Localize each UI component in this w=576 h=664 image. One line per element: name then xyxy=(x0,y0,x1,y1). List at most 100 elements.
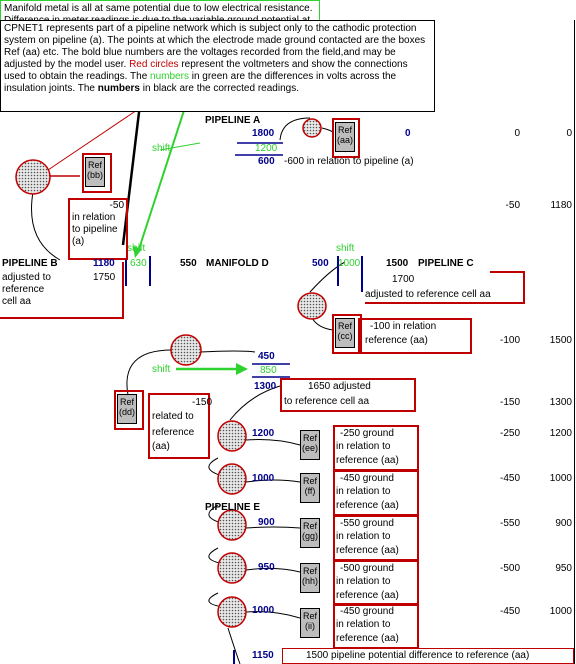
reading-ff-rel-1: in relation to xyxy=(336,486,391,497)
ref-box-aa: Ref(aa) xyxy=(335,122,355,152)
ref-box-ff: Ref(ff) xyxy=(300,473,320,503)
reading-ii-rel-0: -450 ground xyxy=(340,606,394,617)
shift-label-a: shift xyxy=(152,143,171,154)
reading-hh-rel-0: -500 ground xyxy=(340,563,394,574)
reading-e-900: 900 xyxy=(258,517,275,528)
reading-dd-rel-1: related to xyxy=(152,411,194,422)
description-green-numbers: numbers xyxy=(150,71,189,82)
reading-b-adj-0: adjusted to xyxy=(2,272,51,283)
reading-ii-rel-1: in relation to xyxy=(336,619,391,630)
reading-e-1000a: 1000 xyxy=(252,473,275,484)
shift-label-b: shift xyxy=(127,243,146,254)
reading-gg-rel-2: reference (aa) xyxy=(336,545,399,556)
reading-c-500: 500 xyxy=(312,258,329,269)
shift-label-e: shift xyxy=(152,364,171,375)
description-text-3: in green are the differences in volts ac… xyxy=(4,71,397,94)
reading-b-adj-2: cell aa xyxy=(2,296,31,307)
reading-a-0: 0 xyxy=(405,128,411,139)
reading-ee-rel-1: in relation to xyxy=(336,441,391,452)
reading-gg-rel-1: in relation to xyxy=(336,531,391,542)
ref-outline-cc xyxy=(332,314,362,354)
reading-e-950: 950 xyxy=(258,562,275,573)
description-black-numbers: numbers xyxy=(97,83,140,94)
voltmeter-circle-ee xyxy=(217,420,247,452)
table-right-4-b: 1200 xyxy=(549,428,572,439)
reading-a-relation: -600 in relation to pipeline (a) xyxy=(284,156,414,167)
reading-b-rel-2: to pipeline xyxy=(72,224,118,235)
table-right-2-b: 1500 xyxy=(549,335,572,346)
reading-e-1650-1: to reference cell aa xyxy=(284,396,370,407)
ref-outline-bb xyxy=(82,153,112,193)
reading-c-1000: 1000 xyxy=(338,258,361,269)
voltmeter-circle-cc xyxy=(297,292,327,320)
reading-c-rel-0: -100 in relation xyxy=(370,321,437,332)
voltmeter-circle-bb xyxy=(15,159,51,195)
table-right-1-a: -50 xyxy=(505,200,520,211)
table-right-3-a: -150 xyxy=(499,397,520,408)
reading-hh-rel-2: reference (aa) xyxy=(336,590,399,601)
voltmeter-circle-hh xyxy=(217,552,247,584)
reading-b-1750: 1750 xyxy=(93,272,116,283)
table-right-6-b: 900 xyxy=(555,518,572,529)
table-right-3-b: 1300 xyxy=(549,397,572,408)
reading-e-850: 850 xyxy=(260,365,277,376)
table-right-6-a: -550 xyxy=(499,518,520,529)
reading-b-rel-3: (a) xyxy=(72,236,85,247)
reading-e-1000b: 1000 xyxy=(252,605,275,616)
ref-box-bb: Ref(bb) xyxy=(85,157,105,187)
reading-ii-rel-2: reference (aa) xyxy=(336,633,399,644)
reading-a-1800: 1800 xyxy=(252,128,275,139)
reading-ff-rel-0: -450 ground xyxy=(340,473,394,484)
reading-b-1180: 1180 xyxy=(93,258,115,269)
ref-outline-aa xyxy=(332,118,360,158)
reading-b-adj-1: reference xyxy=(2,284,45,295)
table-right-5-a: -450 xyxy=(499,473,520,484)
reading-dd-rel-0: -150 xyxy=(192,397,213,408)
reading-ee-rel-2: reference (aa) xyxy=(336,455,399,466)
hh-relation-box xyxy=(333,560,419,606)
ref-box-hh: Ref(hh) xyxy=(300,563,320,593)
manifold-d-label: MANIFOLD D xyxy=(206,258,269,269)
reading-e-1200: 1200 xyxy=(252,428,275,439)
ref-box-cc: Ref(cc) xyxy=(335,318,355,348)
table-right-7-a: -500 xyxy=(499,563,520,574)
reading-a-600: 600 xyxy=(258,156,275,167)
reading-c-1500: 1500 xyxy=(386,258,409,269)
voltmeter-circle-ii xyxy=(217,596,247,628)
description-red-circles: Red circles xyxy=(129,59,179,70)
reading-e-1650-0: 1650 adjusted xyxy=(308,381,371,392)
shift-label-c: shift xyxy=(336,243,355,254)
pipeline-a-label: PIPELINE A xyxy=(205,115,261,126)
description-text-4: in black are the corrected readings. xyxy=(140,83,299,94)
reading-e-bottom: 1500 pipeline potential difference to re… xyxy=(306,650,530,661)
table-right-8-b: 1000 xyxy=(549,606,572,617)
table-right-0-a: 0 xyxy=(514,128,520,139)
table-right-1-b: 1180 xyxy=(550,200,572,211)
voltmeter-circle-gg xyxy=(217,509,247,541)
ref-box-gg: Ref(gg) xyxy=(300,518,320,548)
table-right-2-a: -100 xyxy=(499,335,520,346)
reading-e-450: 450 xyxy=(258,351,275,362)
ref-box-dd: Ref(dd) xyxy=(117,394,137,424)
green-pointer-line xyxy=(137,91,191,253)
reading-d-550: 550 xyxy=(180,258,197,269)
pipeline-c-label: PIPELINE C xyxy=(418,258,474,269)
table-right-8-a: -450 xyxy=(499,606,520,617)
reading-b-630: 630 xyxy=(130,258,147,269)
reading-a-1200: 1200 xyxy=(255,143,278,154)
description-text-1: CPNET1 represents part of a pipeline net… xyxy=(4,23,426,70)
black-pointer-line xyxy=(121,103,142,246)
reading-b-rel-1: in relation xyxy=(72,212,116,223)
pipeline-b-label: PIPELINE B xyxy=(2,258,58,269)
e-1650-box xyxy=(280,378,416,412)
voltmeter-circle-a xyxy=(302,118,322,138)
reading-gg-rel-0: -550 ground xyxy=(340,518,394,529)
reading-c-adjusted: adjusted to reference cell aa xyxy=(365,289,491,300)
right-border-line xyxy=(574,20,575,664)
ref-box-ii: Ref(ii) xyxy=(300,608,320,638)
table-right-4-a: -250 xyxy=(499,428,520,439)
pipeline-e-label: PIPELINE E xyxy=(205,502,261,513)
table-right-7-b: 950 xyxy=(555,563,572,574)
reading-e-1300: 1300 xyxy=(254,381,277,392)
reading-b-rel-0: -50 xyxy=(109,200,124,211)
